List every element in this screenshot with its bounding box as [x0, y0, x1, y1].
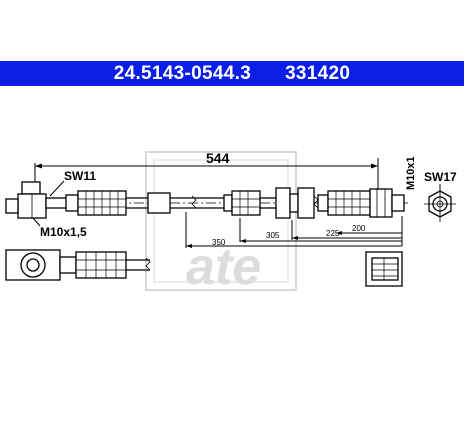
- hex-end-view-sw17: SW17: [424, 170, 457, 222]
- watermark-text: ate: [186, 238, 261, 296]
- section-detail: [365, 251, 403, 287]
- watermark-logo: ate: [145, 151, 297, 296]
- left-banjo-fitting: SW11 M10x1,5: [5, 169, 96, 239]
- right-male-fitting: M10x1: [369, 156, 417, 218]
- dimension-200-label: 200: [352, 224, 366, 233]
- part-number: 24.5143-0544.3: [113, 62, 252, 84]
- dimension-544-label: 544: [206, 150, 230, 166]
- dimension-225-label: 225: [326, 229, 340, 238]
- middle-sleeve: [223, 190, 276, 216]
- header-bar: 24.5143-0544.3 331420: [0, 61, 464, 86]
- left-crimp-ferrule: [65, 190, 127, 216]
- sw11-label: SW11: [64, 169, 96, 183]
- dimension-350-label: 350: [212, 238, 226, 247]
- position-dimensions: 200 225 305 350: [185, 212, 403, 248]
- right-crimp-ferrule: [317, 190, 371, 216]
- hose-body: [126, 192, 224, 214]
- bracket-clamp: [275, 187, 319, 219]
- dimension-305-label: 305: [266, 231, 280, 240]
- sw17-label: SW17: [424, 170, 457, 184]
- thread-right-label: M10x1: [405, 156, 417, 190]
- thread-left-label: M10x1,5: [40, 225, 87, 239]
- reference-number: 331420: [285, 62, 351, 84]
- hose-bottom-view: [5, 249, 151, 281]
